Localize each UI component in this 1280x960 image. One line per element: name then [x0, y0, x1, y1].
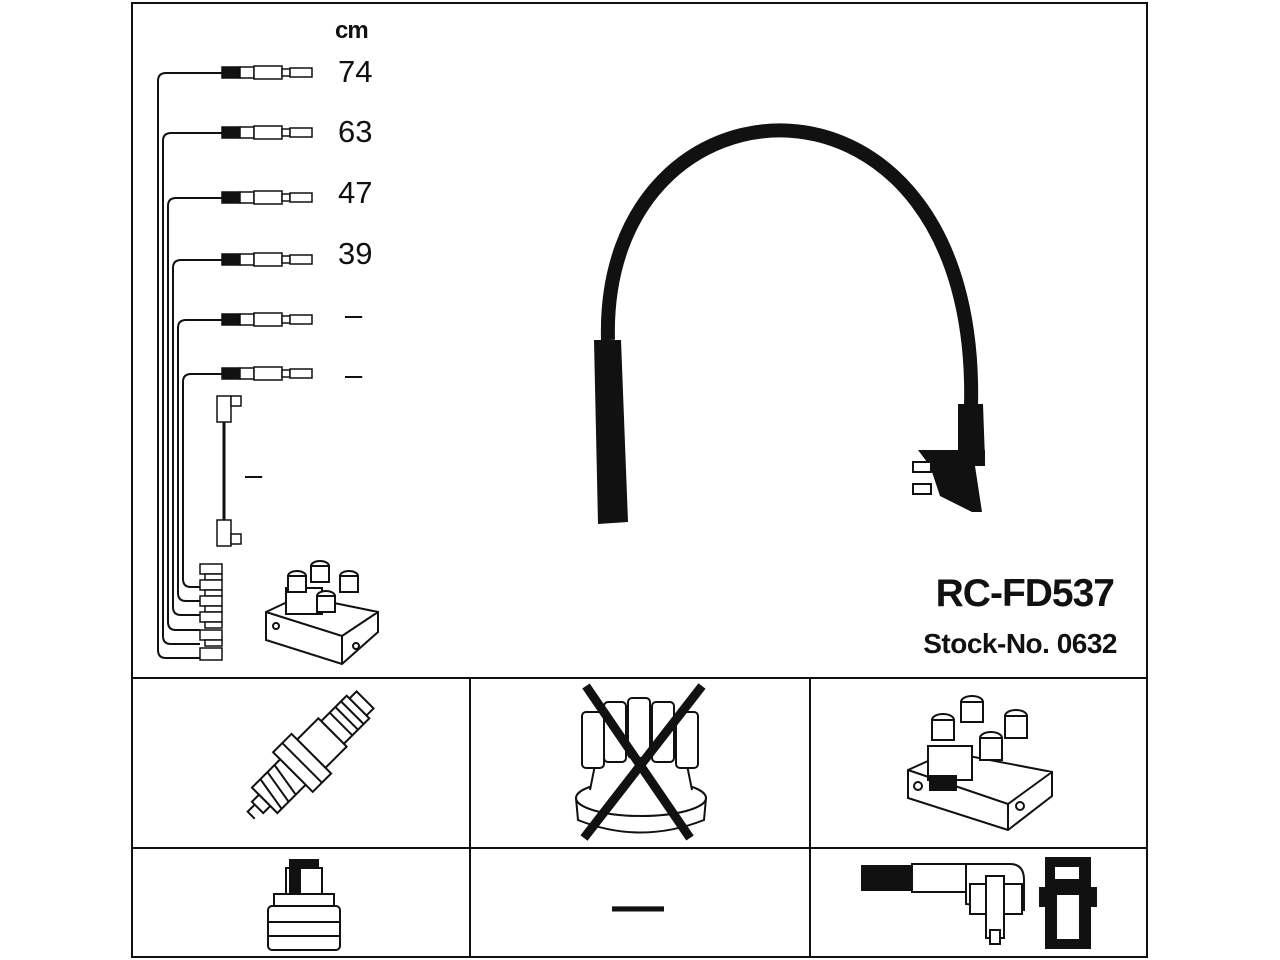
ignition-cable-icon: [594, 123, 985, 524]
middle-connector-value: —: [612, 877, 664, 935]
diagram-frame: [131, 2, 1148, 958]
plug-connector-icon: [267, 859, 341, 951]
spark-plug-icon: [246, 690, 375, 820]
grid-divider-left: [469, 677, 471, 958]
cable-length-3: 47: [338, 175, 373, 210]
grid-divider-middle: [131, 847, 1148, 849]
grid-divider-right: [809, 677, 811, 958]
coil-lead-icon: [216, 395, 242, 547]
grid-divider-top: [131, 677, 1148, 679]
model-number: RC-FD537: [935, 572, 1115, 615]
cable-length-2: 63: [338, 114, 373, 149]
stock-number: Stock-No. 0632: [923, 628, 1117, 659]
cable-bundle-icon: [157, 72, 222, 659]
cable-length-5: –: [345, 297, 363, 332]
cable-length-1: 74: [338, 54, 373, 89]
coil-cable-length: –: [245, 457, 263, 492]
distributor-cap-crossed-icon: [574, 683, 708, 841]
coil-pack-small-icon: [265, 560, 379, 666]
cable-end-connectors-icon: [199, 65, 313, 661]
coil-connector-icon: [861, 857, 1097, 949]
ignition-coil-icon: [907, 695, 1053, 832]
cable-length-6: –: [345, 357, 363, 392]
cable-length-4: 39: [338, 236, 373, 271]
unit-label: cm: [335, 17, 369, 44]
